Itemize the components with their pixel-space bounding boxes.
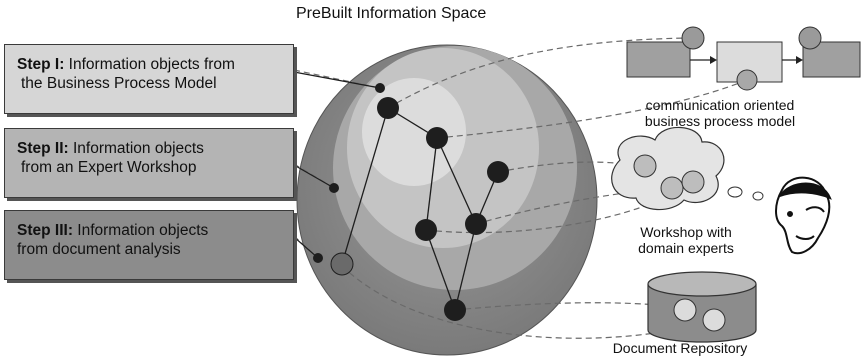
step-connectors bbox=[293, 71, 381, 259]
space-core bbox=[362, 78, 466, 186]
node-document bbox=[444, 299, 466, 321]
node-workshop-1 bbox=[487, 161, 509, 183]
process-model-label-2: business process model bbox=[644, 113, 796, 129]
marker-step1 bbox=[375, 83, 385, 93]
repo-top bbox=[647, 271, 757, 297]
edge bbox=[436, 137, 477, 225]
process-model bbox=[626, 26, 861, 91]
link-step3 bbox=[293, 235, 319, 259]
diagram-title: PreBuilt Information Space bbox=[296, 5, 487, 22]
information-space bbox=[296, 44, 598, 356]
node-process bbox=[377, 97, 399, 119]
node-process-2 bbox=[426, 127, 448, 149]
workshop-label-2: domain experts bbox=[638, 240, 734, 256]
step-two-text-1: Information objects bbox=[68, 140, 204, 157]
step-one-text-2: the Business Process Model bbox=[21, 75, 217, 92]
edge bbox=[425, 137, 438, 231]
repository-label: Document Repository bbox=[612, 340, 748, 356]
connector-step3 bbox=[293, 236, 319, 259]
process-object-1 bbox=[681, 26, 705, 50]
ring-markers bbox=[313, 83, 385, 263]
process-arrowhead-1 bbox=[710, 56, 717, 64]
edge bbox=[454, 223, 477, 311]
workshop-label: Workshop with domain experts bbox=[636, 224, 736, 256]
process-object-2 bbox=[736, 69, 758, 91]
workshop-cloud bbox=[611, 126, 832, 255]
process-object-3 bbox=[798, 26, 822, 50]
workshop-label-1: Workshop with bbox=[640, 224, 732, 240]
step-three-label: Step III: bbox=[17, 222, 73, 239]
repo-body bbox=[647, 284, 757, 343]
process-model-label: communication oriented business process … bbox=[620, 97, 820, 129]
marker-step2 bbox=[329, 183, 339, 193]
edge bbox=[341, 107, 389, 265]
edge bbox=[425, 229, 456, 311]
thought-bubble-2 bbox=[752, 191, 764, 201]
node-document-2 bbox=[330, 252, 354, 276]
marker-step3 bbox=[313, 253, 323, 263]
document-repository bbox=[647, 271, 757, 343]
cloud-object-3 bbox=[681, 170, 705, 194]
step-three-text-1: Information objects bbox=[72, 222, 209, 239]
process-model-label-1: communication oriented bbox=[645, 97, 795, 113]
node-workshop-3 bbox=[415, 219, 437, 241]
step-three-box: Step III: Information objects from docum… bbox=[4, 210, 294, 280]
process-arrowhead-2 bbox=[796, 56, 803, 64]
link-node-to-process-mid bbox=[436, 79, 748, 139]
step-two-label: Step II: bbox=[17, 140, 69, 157]
cloud-object-2 bbox=[660, 176, 684, 200]
step-one-box: Step I: Information objects from the Bus… bbox=[4, 44, 294, 114]
link-node-to-process-top bbox=[387, 37, 691, 109]
network-nodes bbox=[330, 97, 509, 321]
repo-object-1 bbox=[673, 298, 697, 322]
repo-object-2 bbox=[702, 308, 726, 332]
thought-bubble-1 bbox=[727, 186, 743, 198]
link-node-to-workshop-a bbox=[497, 161, 635, 173]
step-two-text-2: from an Expert Workshop bbox=[21, 159, 197, 176]
cloud-object-1 bbox=[633, 154, 657, 178]
step-three-text-2: from document analysis bbox=[17, 241, 181, 258]
process-step-left bbox=[626, 41, 691, 78]
expert-head-icon bbox=[775, 176, 832, 255]
connector-step2 bbox=[293, 164, 335, 189]
step-two-box: Step II: Information objects from an Exp… bbox=[4, 128, 294, 198]
connector-step1 bbox=[293, 71, 381, 89]
step-one-label: Step I: bbox=[17, 56, 65, 73]
step-one-text-1: Information objects from bbox=[64, 56, 235, 73]
node-workshop-2 bbox=[465, 213, 487, 235]
